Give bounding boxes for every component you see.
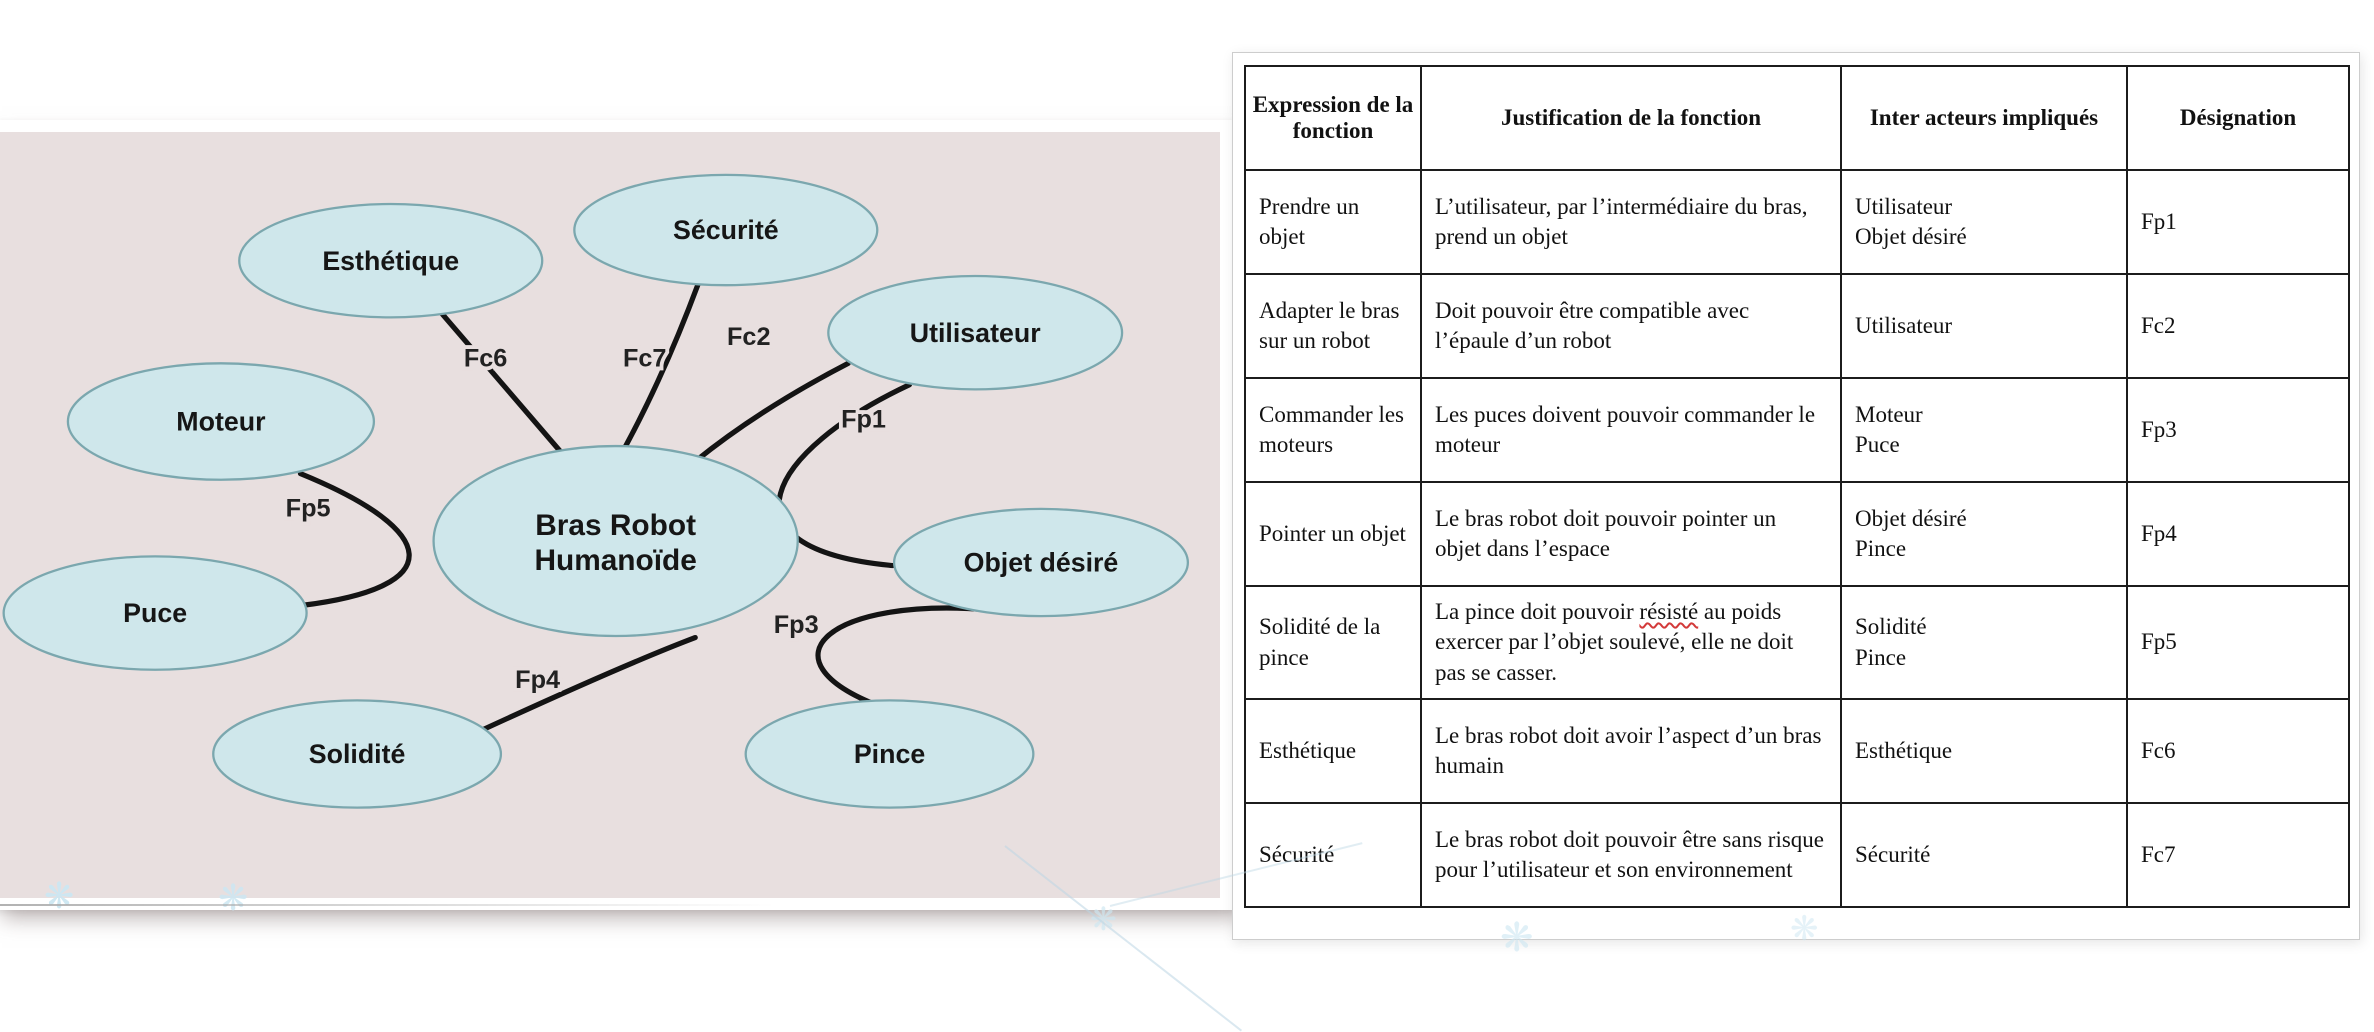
cell-designation: Fc2 [2126,273,2350,379]
node-pince [744,699,1035,809]
node-pince-label: Pince [854,739,925,769]
node-securite [573,173,879,287]
node-objet-desire-label: Objet désiré [964,548,1119,578]
cell-justification: L’utilisateur, par l’intermédiaire du br… [1420,169,1842,275]
cell-designation: Fp3 [2126,377,2350,483]
link-fc7 [622,281,701,451]
node-securite-label: Sécurité [673,215,779,245]
functions-table: Expression de la fonction Justification … [1244,65,2350,909]
label-fp3: Fp3 [774,611,819,639]
cell-expression: Prendre un objet [1244,169,1422,275]
node-puce-label: Puce [123,598,187,628]
link-fp4 [450,634,698,746]
link-fp5 [297,471,412,608]
node-moteur-label: Moteur [176,407,266,437]
link-fc2 [692,360,851,464]
header-justification: Justification de la fonction [1420,65,1842,171]
cell-acteurs: Utilisateur Objet désiré [1840,169,2128,275]
node-bras-robot-label-line1: Bras Robot [535,509,696,542]
cell-designation: Fc6 [2126,698,2350,805]
node-bras-robot [432,444,799,638]
cell-expression: Adapter le bras sur un robot [1244,273,1422,379]
cell-justification: Le bras robot doit pouvoir pointer un ob… [1420,481,1842,587]
cell-acteurs: Solidité Pince [1840,584,2128,701]
node-bras-robot-label-line2: Humanoïde [534,544,696,577]
node-solidite-label: Solidité [309,739,406,769]
cell-expression: Sécurité [1244,802,1422,909]
node-esthetique-label: Esthétique [322,246,459,276]
label-fc7: Fc7 [623,344,666,372]
label-fp5: Fp5 [286,495,331,523]
label-fc2: Fc2 [727,323,770,351]
cell-justification: La pince doit pouvoir résisté au poids e… [1420,584,1842,701]
link-fc6 [438,310,567,458]
function-links [297,281,994,746]
actor-nodes: Esthétique Sécurité Utilisateur Moteur O… [2,173,1190,809]
link-fp1 [776,382,913,569]
cell-designation: Fp1 [2126,169,2350,275]
cell-acteurs: Esthétique [1840,698,2128,805]
cell-acteurs: Objet désiré Pince [1840,481,2128,587]
node-objet-desire [892,507,1190,618]
cell-expression: Commander les moteurs [1244,377,1422,483]
pieuvre-diagram: Esthétique Sécurité Utilisateur Moteur O… [2,173,1190,809]
header-designation: Désignation [2126,65,2350,171]
node-moteur [66,362,376,481]
header-acteurs: Inter acteurs impliqués [1840,65,2128,171]
cell-expression: Pointer un objet [1244,481,1422,587]
table-header-row: Expression de la fonction Justification … [1244,65,2350,171]
node-utilisateur [827,274,1124,391]
cell-justification: Doit pouvoir être compatible avec l’épau… [1420,273,1842,379]
cell-designation: Fc7 [2126,802,2350,909]
cell-acteurs: Utilisateur [1840,273,2128,379]
node-utilisateur-label: Utilisateur [910,318,1041,348]
cell-acteurs: Sécurité [1840,802,2128,909]
function-labels: Fc6 Fc7 Fc2 Fp1 Fp5 Fp3 Fp4 [282,319,890,698]
cell-designation: Fp4 [2126,481,2350,587]
pieuvre-diagram-card: Esthétique Sécurité Utilisateur Moteur O… [0,120,1232,910]
node-esthetique [238,202,544,319]
decorative-line [0,904,775,906]
label-fc6: Fc6 [464,344,507,372]
cell-acteurs: Moteur Puce [1840,377,2128,483]
misspelled-word: résisté [1639,599,1699,624]
cell-expression: Esthétique [1244,698,1422,805]
cell-designation: Fp5 [2126,584,2350,701]
cell-justification: Le bras robot doit avoir l’aspect d’un b… [1420,698,1842,805]
node-puce [2,555,308,671]
functions-table-card: Expression de la fonction Justification … [1232,52,2360,940]
label-fp1: Fp1 [841,406,886,434]
cell-justification: Le bras robot doit pouvoir être sans ris… [1420,802,1842,909]
header-expression: Expression de la fonction [1244,65,1422,171]
label-fp4: Fp4 [515,666,560,694]
link-fp3 [815,605,994,710]
pieuvre-diagram-background: Esthétique Sécurité Utilisateur Moteur O… [0,132,1220,898]
cell-justification: Les puces doivent pouvoir commander le m… [1420,377,1842,483]
node-solidite [212,699,503,809]
cell-expression: Solidité de la pince [1244,584,1422,701]
